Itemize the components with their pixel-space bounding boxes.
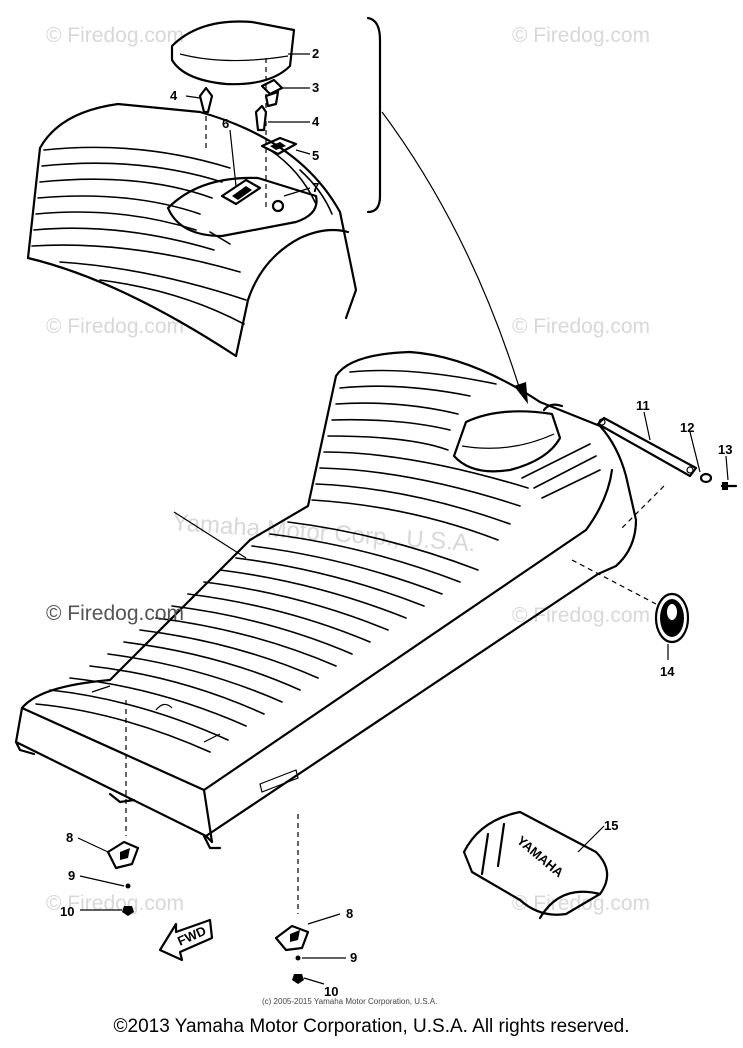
- watermark-lower-left: © Firedog.com: [46, 602, 184, 625]
- callout-11: 11: [636, 398, 650, 413]
- callout-14: 14: [660, 664, 675, 679]
- callout-9-front: 9: [68, 868, 75, 883]
- callout-15: 15: [604, 818, 618, 833]
- footer-copyright: ©2013 Yamaha Motor Corporation, U.S.A. A…: [113, 1016, 630, 1037]
- fwd-direction-arrow: FWD: [158, 918, 214, 962]
- bag-brand-label: YAMAHA: [514, 833, 567, 881]
- watermark-top-left: © Firedog.com: [46, 24, 184, 47]
- callout-4-left: 4: [170, 88, 178, 103]
- hinge-rod-parts: [596, 411, 738, 529]
- callout-8-rear: 8: [346, 906, 353, 921]
- small-copyright: (c) 2005-2015 Yamaha Motor Corporation, …: [262, 997, 437, 1006]
- emblem-part: [571, 559, 690, 660]
- callout-7: 7: [312, 180, 319, 195]
- rear-fastener-stack: [274, 814, 346, 985]
- callout-10-front: 10: [60, 904, 74, 919]
- watermark-lower-right: © Firedog.com: [512, 604, 650, 627]
- callout-2: 2: [312, 46, 319, 61]
- callout-12: 12: [680, 420, 694, 435]
- watermark-bottom-left: © Firedog.com: [46, 892, 184, 915]
- callout-9-rear: 9: [350, 950, 357, 965]
- watermark-top-right: © Firedog.com: [512, 24, 650, 47]
- watermark-mid-right: © Firedog.com: [512, 315, 650, 338]
- watermark-manufacturer: Yamaha Motor Corp., U.S.A.: [172, 509, 477, 557]
- watermark-mid-left: © Firedog.com: [46, 315, 184, 338]
- detail-reference-bracket: [366, 16, 528, 404]
- callout-6: 6: [222, 116, 229, 131]
- callout-8-front: 8: [66, 830, 73, 845]
- detail-seat-section: [26, 102, 358, 358]
- callout-10-rear: 10: [324, 984, 338, 999]
- fwd-label: FWD: [175, 923, 208, 949]
- callout-13: 13: [718, 442, 732, 457]
- main-seat: [14, 350, 638, 850]
- grab-pad-parts: [170, 20, 311, 210]
- callout-3: 3: [312, 80, 319, 95]
- front-fastener-stack: [77, 700, 140, 916]
- callout-numbers: 2 3 4 4 5 6 7 8 9 10 8 9 10 11 12 13 14 …: [60, 46, 732, 999]
- watermark-bottom-right: © Firedog.com: [512, 892, 650, 915]
- callout-4-right: 4: [312, 114, 320, 129]
- callout-5: 5: [312, 148, 319, 163]
